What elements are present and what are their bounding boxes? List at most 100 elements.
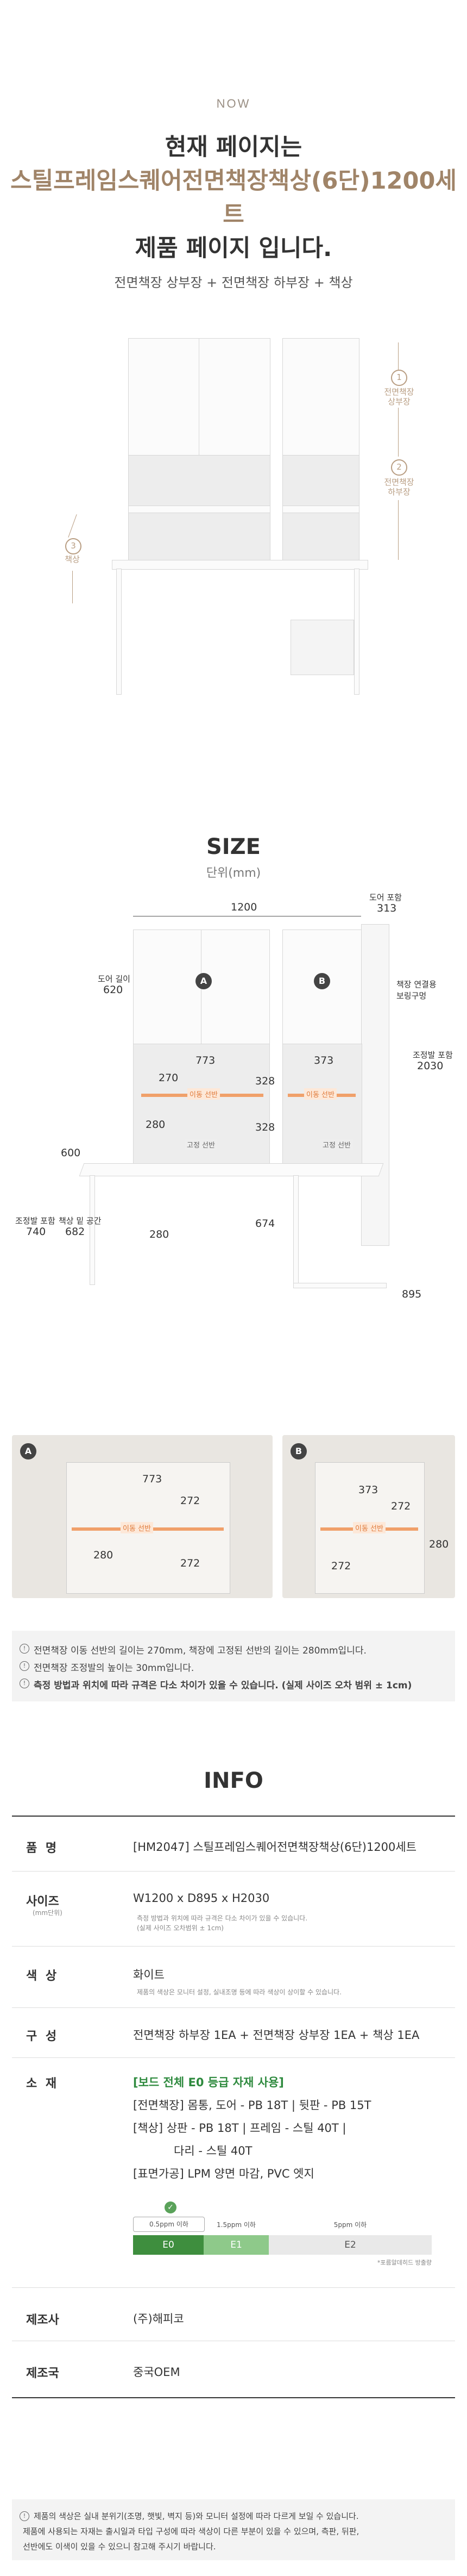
dim-door-incl: 도어 포함 xyxy=(369,893,402,902)
lower-shelf-divider xyxy=(128,506,270,513)
photo-b-circle: B xyxy=(291,1443,307,1459)
grade-chart: ✓ 0.5ppm 이하 1.5ppm 이하 5ppm 이하 E0 E1 E2 *… xyxy=(133,2201,437,2267)
upper-door-1 xyxy=(128,338,200,456)
size-sub: (mm단위) xyxy=(33,1909,62,1917)
fixed-tag-left: 고정 선반 xyxy=(185,1139,217,1150)
material-4: [표면가공] LPM 양면 마감, PVC 엣지 xyxy=(133,2167,314,2180)
dim-740: 740 xyxy=(26,1226,46,1238)
dia-side-panel xyxy=(361,924,389,1246)
label-2-text: 전면책장 하부장 xyxy=(384,477,414,497)
maker-label: 제조사 xyxy=(26,2313,59,2327)
bottom-note-1: 제품의 색상은 실내 분위기(조명, 햇빛, 벽지 등)와 모니터 설정에 따라… xyxy=(34,2511,359,2521)
desk-leg-left xyxy=(116,569,122,695)
photo-b-272b: 272 xyxy=(331,1560,351,1572)
dim-link-label: 책장 연결용 보링구멍 xyxy=(396,980,437,1001)
label-1-badge: 1 xyxy=(391,370,407,386)
dim-2030: 2030 xyxy=(417,1060,444,1072)
size-notes: ! 전면책장 이동 선반의 길이는 270mm, 책장에 고정된 선반의 길이는… xyxy=(12,1631,455,1701)
dim-height-incl: 조정발 포함 xyxy=(15,1216,55,1226)
headline-line3: 제품 페이지 입니다. xyxy=(135,235,332,262)
grade-e1-top: 1.5ppm 이하 xyxy=(217,2221,256,2229)
label-3-text: 책상 xyxy=(65,554,80,564)
photo-b-373: 373 xyxy=(358,1484,378,1496)
info-title: INFO xyxy=(204,1768,263,1793)
size-unit: 단위(mm) xyxy=(206,866,261,880)
headline-line2: 스틸프레임스퀘어전면책장책상(6단)1200세트 xyxy=(10,167,457,228)
color-note: 제품의 색상은 모니터 설정, 실내조명 등에 따라 색상이 상이할 수 있습니… xyxy=(137,1988,342,1996)
photo-a-272a: 272 xyxy=(180,1495,200,1507)
fixed-tag-right: 고정 선반 xyxy=(320,1139,353,1150)
dim-height-incl-right: 조정발 포함 xyxy=(413,1050,453,1060)
desk-top xyxy=(112,560,368,570)
upper-door-3 xyxy=(282,338,359,456)
dia-desk-leg-right xyxy=(293,1175,299,1285)
info-icon: ! xyxy=(20,2511,29,2521)
now-label: NOW xyxy=(216,97,251,110)
lower-shelf-right-board xyxy=(282,506,359,513)
dim-328b: 328 xyxy=(255,1121,275,1133)
product-illustration: 1 전면책장 상부장 2 전면책장 하부장 3 책상 xyxy=(0,326,467,761)
headline-line1: 현재 페이지는 xyxy=(165,134,302,161)
material-head: [보드 전체 E0 등급 자재 사용] xyxy=(133,2076,284,2089)
dia-desk-leg-left xyxy=(90,1175,95,1285)
grade-e2: E2 xyxy=(269,2235,432,2255)
material-2: [책상] 상판 - PB 18T | 프레임 - 스틸 40T | xyxy=(133,2122,346,2135)
detail-photo-b: B 이동 선반 373 272 280 272 xyxy=(282,1435,455,1598)
dim-space-label: 책상 밑 공간 xyxy=(59,1216,102,1226)
grade-check-icon: ✓ xyxy=(165,2201,176,2213)
compose-value: 전면책장 하부장 1EA + 전면책장 상부장 1EA + 책상 1EA xyxy=(133,2029,420,2042)
grade-e0: E0 xyxy=(133,2235,204,2255)
dim-895: 895 xyxy=(402,1288,422,1300)
dim-270: 270 xyxy=(159,1072,179,1084)
material-1: [전면책장] 몸통, 도어 - PB 18T | 뒷판 - PB 15T xyxy=(133,2099,371,2112)
product-composition: 전면책장 상부장 + 전면책장 하부장 + 책상 xyxy=(114,275,353,290)
photo-a-272b: 272 xyxy=(180,1557,200,1569)
grade-e0-top: 0.5ppm 이하 xyxy=(133,2217,205,2232)
dim-773: 773 xyxy=(195,1055,216,1066)
dim-door-depth: 313 xyxy=(377,902,397,914)
photo-b-272a: 272 xyxy=(391,1500,411,1512)
dim-door-height: 620 xyxy=(103,984,123,996)
size-note-2: (실제 사이즈 오차범위 ± 1cm) xyxy=(137,1924,224,1932)
note-1: 전면책장 이동 선반의 길이는 270mm, 책장에 고정된 선반의 길이는 2… xyxy=(34,1645,367,1656)
dia-upper-door-a2 xyxy=(201,930,270,1045)
dia-desk-frame xyxy=(293,1283,387,1288)
size-diagram: A B 이동 선반 이동 선반 고정 선반 고정 선반 1200 도어 포함 3… xyxy=(0,891,467,1402)
desk-leg-right xyxy=(354,569,359,695)
dia-circle-b: B xyxy=(314,973,330,989)
size-title: SIZE xyxy=(206,834,261,859)
grade-e1: E1 xyxy=(204,2235,269,2255)
name-value: [HM2047] 스틸프레임스퀘어전면책장책상(6단)1200세트 xyxy=(133,1841,417,1854)
maker-value: (주)해피코 xyxy=(133,2312,184,2325)
grade-e2-top: 5ppm 이하 xyxy=(333,2221,367,2229)
dim-674: 674 xyxy=(255,1218,275,1230)
color-value: 화이트 xyxy=(133,1968,165,1981)
dim-600: 600 xyxy=(61,1147,81,1159)
label-1-text: 전면책장 상부장 xyxy=(384,387,414,407)
photo-b-280: 280 xyxy=(429,1538,449,1550)
info-icon: ! xyxy=(20,1661,29,1671)
photo-a-773: 773 xyxy=(142,1473,162,1485)
dim-682: 682 xyxy=(65,1226,85,1238)
label-3-badge: 3 xyxy=(65,538,81,554)
compose-label: 구 성 xyxy=(26,2030,59,2043)
dim-328a: 328 xyxy=(255,1075,275,1087)
photo-a-tag: 이동 선반 xyxy=(121,1522,153,1533)
info-icon: ! xyxy=(20,1644,29,1654)
move-tag-right: 이동 선반 xyxy=(304,1088,337,1100)
dim-width: 1200 xyxy=(231,901,257,913)
desk-side-shelf xyxy=(291,620,354,675)
dia-desk-top xyxy=(79,1163,384,1176)
note-2: 전면책장 조정발의 높이는 30mm입니다. xyxy=(34,1663,194,1674)
dia-circle-a: A xyxy=(195,973,212,989)
dia-upper-door-a1 xyxy=(133,930,202,1045)
dim-door-height-label: 도어 길이 xyxy=(98,974,130,984)
origin-label: 제조국 xyxy=(26,2367,59,2380)
dim-373: 373 xyxy=(314,1055,334,1066)
photo-a-280: 280 xyxy=(93,1549,113,1561)
photo-a-circle: A xyxy=(20,1443,36,1459)
bottom-note-2: 제품에 사용되는 자재는 출시일과 타입 구성에 따라 색상이 다른 부분이 있… xyxy=(23,2527,359,2536)
material-3: 다리 - 스틸 40T xyxy=(174,2144,253,2157)
photo-b-tag: 이동 선반 xyxy=(353,1522,386,1533)
label-2-badge: 2 xyxy=(391,459,407,476)
